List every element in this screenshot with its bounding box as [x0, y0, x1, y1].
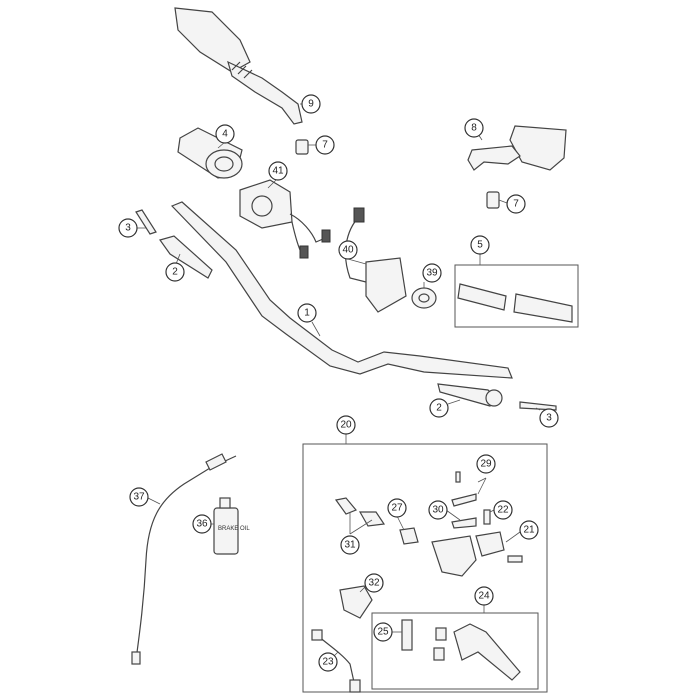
- callout-2-right: 2: [429, 398, 449, 418]
- callout-36: 36: [192, 514, 212, 534]
- svg-text:31: 31: [344, 540, 356, 551]
- svg-text:36: 36: [196, 519, 208, 530]
- callout-5: 5: [470, 235, 490, 255]
- callout-7-upper: 7: [315, 135, 335, 155]
- callout-31: 31: [340, 535, 360, 555]
- callout-9: 9: [301, 94, 321, 114]
- mirror-right: [467, 125, 567, 171]
- callout-40: 40: [338, 240, 358, 260]
- clutch-assembly-box: [302, 443, 548, 693]
- callout-3-left: 3: [118, 218, 138, 238]
- svg-text:40: 40: [342, 245, 354, 256]
- bar-end-bolt-left: [135, 209, 157, 235]
- bar-end-weight-left: [159, 235, 213, 279]
- callout-39: 39: [422, 263, 442, 283]
- callout-4: 4: [215, 124, 235, 144]
- callout-2-left: 2: [165, 262, 185, 282]
- svg-text:21: 21: [523, 525, 535, 536]
- clutch-lever: [401, 619, 521, 681]
- svg-text:37: 37: [133, 492, 145, 503]
- svg-text:30: 30: [432, 505, 444, 516]
- grip-set: [457, 283, 573, 323]
- left-switch-assembly: [239, 179, 331, 259]
- callout-7-lower: 7: [506, 194, 526, 214]
- callout-27: 27: [387, 498, 407, 518]
- svg-text:22: 22: [497, 505, 509, 516]
- callout-29: 29: [476, 454, 496, 474]
- svg-text:27: 27: [391, 503, 403, 514]
- mirror-clamp-nut-upper: [295, 139, 309, 155]
- lever-box: [371, 612, 539, 690]
- callout-23: 23: [318, 652, 338, 672]
- callout-1: 1: [297, 303, 317, 323]
- clutch-master-cylinder-parts: [334, 471, 523, 577]
- svg-text:39: 39: [426, 268, 438, 279]
- callout-41: 41: [268, 161, 288, 181]
- svg-text:9: 9: [308, 99, 314, 110]
- callout-25: 25: [373, 622, 393, 642]
- mirror-left: [174, 7, 303, 125]
- svg-text:3: 3: [546, 413, 552, 424]
- grip-set-box: [454, 264, 579, 328]
- svg-text:7: 7: [322, 140, 328, 151]
- callout-22: 22: [493, 500, 513, 520]
- callout-37: 37: [129, 487, 149, 507]
- callout-32: 32: [364, 573, 384, 593]
- lever-bracket: [339, 585, 373, 619]
- bottle-label: BRAKE OIL: [218, 526, 250, 532]
- handlebar: [170, 201, 513, 379]
- leader-lines: [136, 103, 541, 661]
- callout-20: 20: [336, 415, 356, 435]
- svg-text:1: 1: [304, 308, 310, 319]
- svg-text:8: 8: [471, 123, 477, 134]
- svg-text:5: 5: [477, 240, 483, 251]
- callout-3-right: 3: [539, 408, 559, 428]
- svg-text:7: 7: [513, 199, 519, 210]
- bar-end-bolt-right: [519, 401, 557, 411]
- svg-text:25: 25: [377, 627, 389, 638]
- callout-21: 21: [519, 520, 539, 540]
- svg-text:29: 29: [480, 459, 492, 470]
- svg-text:3: 3: [125, 223, 131, 234]
- svg-text:20: 20: [340, 420, 352, 431]
- svg-text:32: 32: [368, 578, 380, 589]
- svg-text:41: 41: [272, 166, 284, 177]
- svg-text:2: 2: [172, 267, 178, 278]
- svg-text:23: 23: [322, 657, 334, 668]
- brake-fluid-bottle: [213, 497, 239, 555]
- callout-24: 24: [474, 586, 494, 606]
- mirror-clamp-nut-lower: [486, 191, 500, 209]
- svg-text:4: 4: [222, 129, 228, 140]
- right-switch-assembly: [344, 207, 407, 313]
- washer: [411, 287, 437, 309]
- svg-text:24: 24: [478, 591, 490, 602]
- throttle-cable: [131, 453, 237, 665]
- callout-8: 8: [464, 118, 484, 138]
- svg-text:2: 2: [436, 403, 442, 414]
- throttle-grip: [177, 127, 243, 179]
- callout-30: 30: [428, 500, 448, 520]
- clutch-switch: [311, 629, 361, 693]
- bar-end-weight-right: [437, 383, 503, 407]
